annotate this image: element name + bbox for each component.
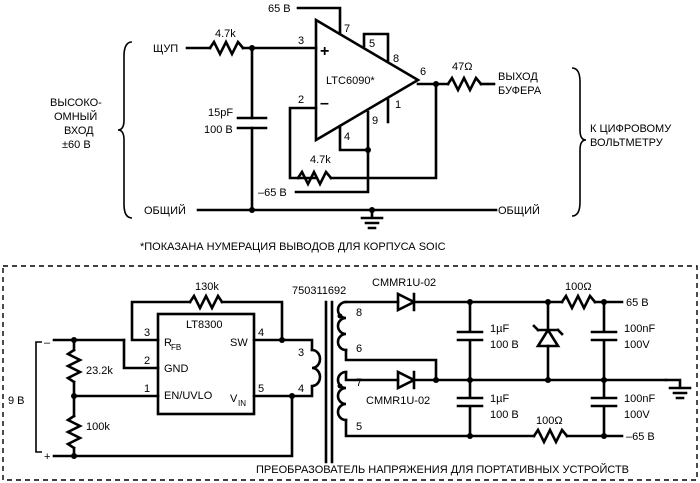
svg-text:V: V [230,393,238,405]
battery-label: 9 В [8,395,25,407]
opamp-label: LTC6090* [326,75,375,87]
amp-supply-pos: 65 В [268,3,291,15]
svg-text:–: – [320,95,329,112]
svg-text:GND: GND [164,363,189,375]
xfmr-core [324,300,334,464]
svg-text:FB: FB [171,343,181,352]
svg-text:100nF: 100nF [624,393,655,405]
svg-text:3: 3 [144,327,150,339]
feedback-resistor-label: 4.7k [310,154,331,166]
buffer-amplifier: ЩУП 4.7k 3 15pF 100 В + – LTC6090* 65 В … [50,3,672,253]
feedback-resistor [296,169,333,187]
svg-text:5: 5 [356,421,362,433]
output-resistor [446,75,483,93]
svg-text:ОМНЫЙ: ОМНЫЙ [54,110,97,123]
converter-caption: ПРЕОБРАЗОВАТЕЛЬ НАПРЯЖЕНИЯ ДЛЯ ПОРТАТИВН… [256,463,629,476]
svg-text:100nF: 100nF [624,323,655,335]
r-pos [560,293,597,311]
svg-text:ВЫСОКО-: ВЫСОКО- [50,97,102,109]
ground-symbol [360,208,384,230]
diode-1 [396,291,417,313]
svg-text:EN/UVLO: EN/UVLO [164,390,213,402]
svg-text:100V: 100V [624,409,650,421]
ground-symbol-right [664,378,692,400]
svg-text:1µF: 1µF [490,323,509,335]
xfmr-label: 750311692 [292,285,346,297]
left-brace [117,41,133,219]
svg-text:1: 1 [144,383,150,395]
divider-r2-label: 100k [86,421,110,433]
input-capacitor [236,116,268,130]
svg-text:R: R [164,337,172,349]
divider-r1 [65,348,83,384]
out-neg-label: –65 В [626,431,655,443]
probe-label: ЩУП [153,43,178,55]
opamp-symbol [314,17,421,143]
input-capacitor-voltage: 100 В [204,124,233,136]
svg-text:К ЦИФРОВОМУ: К ЦИФРОВОМУ [590,123,672,135]
svg-text:–: – [44,337,51,349]
svg-text:1: 1 [395,99,401,111]
xfmr-secondary-1 [336,300,348,352]
svg-text:±60 В: ±60 В [62,139,91,151]
zener-diode [532,324,564,348]
xfmr-primary [310,348,322,388]
input-resistor [208,39,245,57]
r130k-label: 130k [195,281,219,293]
footnote: *ПОКАЗАНА НУМЕРАЦИЯ ВЫВОДОВ ДЛЯ КОРПУСА … [140,241,446,253]
diode-2-label: CMMR1U-02 [366,395,430,407]
svg-text:100Ω: 100Ω [536,415,563,427]
right-brace [571,67,587,217]
svg-text:7: 7 [356,377,362,389]
svg-text:ВОЛЬТМЕТРУ: ВОЛЬТМЕТРУ [590,137,664,149]
common-right-label: ОБЩИЙ [498,204,540,217]
lt8300-ic [156,312,256,416]
input-capacitor-label: 15pF [208,107,233,119]
svg-text:100 В: 100 В [490,339,519,351]
svg-text:IN: IN [238,399,246,408]
svg-text:100V: 100V [624,339,650,351]
voltage-converter: – + 9 В 23.2k 100k LT8300 R FB GND EN/UV… [2,265,698,481]
converter-box [2,265,698,481]
output-label-1: ВЫХОД [498,71,538,83]
xfmr-secondary-2 [336,370,348,422]
svg-text:4: 4 [344,131,350,143]
svg-text:8: 8 [356,307,362,319]
svg-text:7: 7 [344,23,350,35]
common-left-label: ОБЩИЙ [144,204,186,217]
svg-text:4: 4 [298,383,304,395]
svg-text:3: 3 [298,35,304,47]
svg-text:6: 6 [420,66,426,78]
svg-text:3: 3 [298,347,304,359]
svg-text:2: 2 [144,355,150,367]
divider-r2 [65,414,83,450]
r130k [188,293,224,311]
svg-text:SW: SW [230,337,248,349]
svg-text:ВХОД: ВХОД [64,125,94,137]
output-resistor-label: 47Ω [452,61,472,73]
svg-text:5: 5 [258,383,264,395]
diode-1-label: CMMR1U-02 [372,277,436,289]
ic-label: LT8300 [186,319,223,331]
svg-text:2: 2 [298,94,304,106]
svg-text:6: 6 [356,343,362,355]
divider-r1-label: 23.2k [86,365,113,377]
svg-text:1µF: 1µF [490,393,509,405]
svg-text:9: 9 [372,115,378,127]
svg-text:100Ω: 100Ω [565,281,592,293]
diode-2 [396,369,417,391]
svg-text:100 В: 100 В [490,409,519,421]
input-resistor-label: 4.7k [215,28,236,40]
r-neg [532,427,569,445]
svg-text:5: 5 [369,38,375,50]
svg-text:+: + [44,451,50,463]
amp-supply-neg: –65 В [258,187,287,199]
output-label-2: БУФЕРА [498,85,542,97]
svg-text:+: + [320,43,329,60]
out-pos-label: 65 В [626,297,649,309]
svg-text:8: 8 [393,53,399,65]
svg-text:4: 4 [258,327,264,339]
